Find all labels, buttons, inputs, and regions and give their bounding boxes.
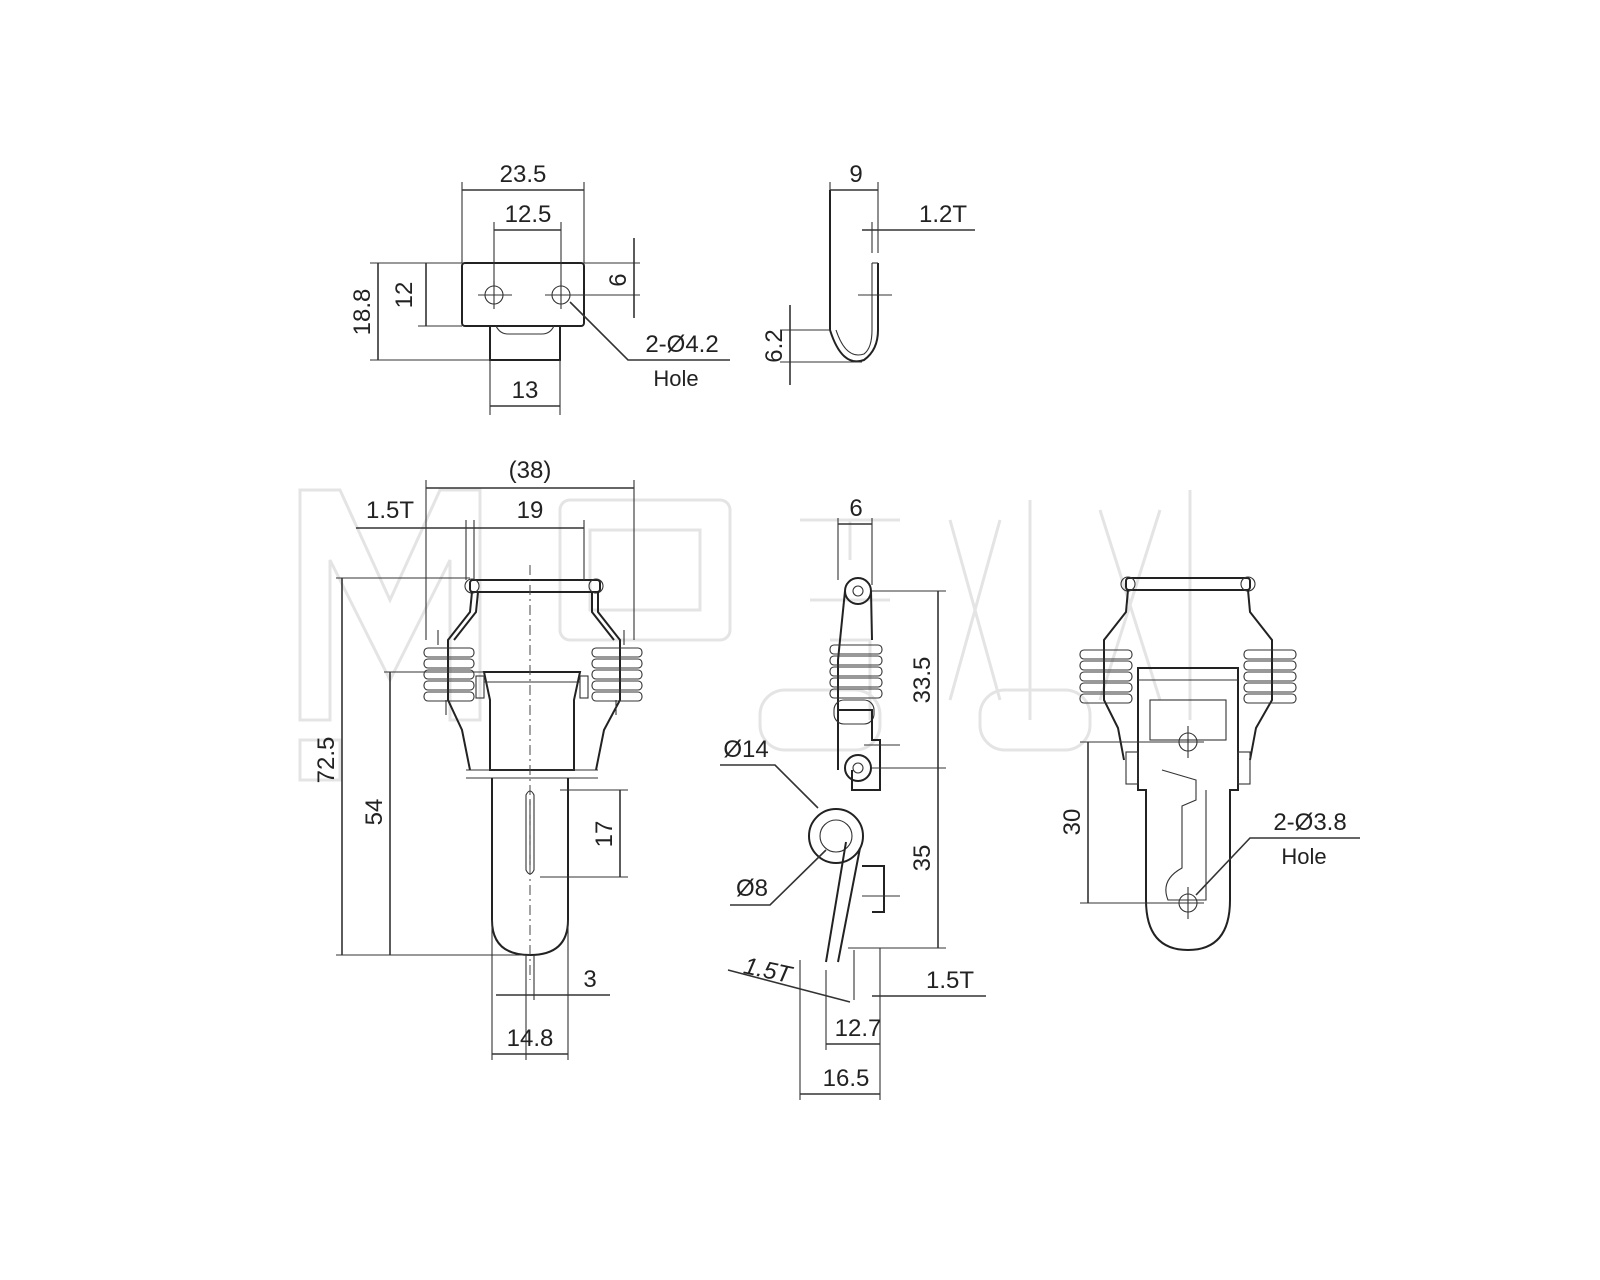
dim-18-8: 18.8: [349, 289, 376, 336]
dim-1-5t-front: 1.5T: [366, 497, 414, 524]
dim-35: 35: [909, 845, 936, 872]
dim-6-side: 6: [849, 495, 862, 522]
dim-33-5: 33.5: [909, 657, 936, 704]
dim-12-7: 12.7: [835, 1015, 882, 1042]
dim-1-5t-hook: 1.5T: [741, 952, 796, 989]
latch-side-view: 6 33.5 Ø14 Ø8 35 1.5T 1.5T 12.7 16.5: [720, 495, 986, 1100]
dim-17: 17: [591, 821, 618, 848]
dim-23-5: 23.5: [500, 161, 547, 188]
dim-14-8: 14.8: [507, 1025, 554, 1052]
hole-note-latch: Hole: [1281, 844, 1326, 869]
hole-spec-4-2: 2-Ø4.2: [645, 331, 718, 358]
dim-38: (38): [509, 457, 552, 484]
dim-1-5t-side: 1.5T: [926, 967, 974, 994]
watermark-logo: [298, 488, 1192, 782]
dim-12: 12: [391, 282, 418, 309]
catch-front-view: 23.5 12.5 18.8 12 6 13 2-Ø4.2 Hole: [349, 161, 730, 415]
dim-1-2t: 1.2T: [919, 201, 967, 228]
dim-16-5: 16.5: [823, 1065, 870, 1092]
latch-front-view: (38) 1.5T 19 72.5 54 17 3 14.8: [313, 457, 643, 1060]
dim-6-2: 6.2: [761, 329, 788, 362]
latch-rear-view: 30 2-Ø3.8 Hole: [1059, 576, 1360, 952]
hole-note-catch: Hole: [653, 366, 698, 391]
dim-30: 30: [1059, 809, 1086, 836]
dim-9: 9: [849, 161, 862, 188]
catch-side-view: 9 1.2T 6.2: [761, 161, 975, 385]
hole-spec-3-8: 2-Ø3.8: [1273, 809, 1346, 836]
dim-12-5: 12.5: [505, 201, 552, 228]
dim-72-5: 72.5: [313, 737, 340, 784]
dim-13: 13: [512, 377, 539, 404]
dim-dia-8: Ø8: [736, 875, 768, 902]
dim-19: 19: [517, 497, 544, 524]
dim-54: 54: [361, 799, 388, 826]
dim-6: 6: [605, 273, 632, 286]
dim-3: 3: [583, 966, 596, 993]
dim-dia-14: Ø14: [723, 736, 768, 763]
